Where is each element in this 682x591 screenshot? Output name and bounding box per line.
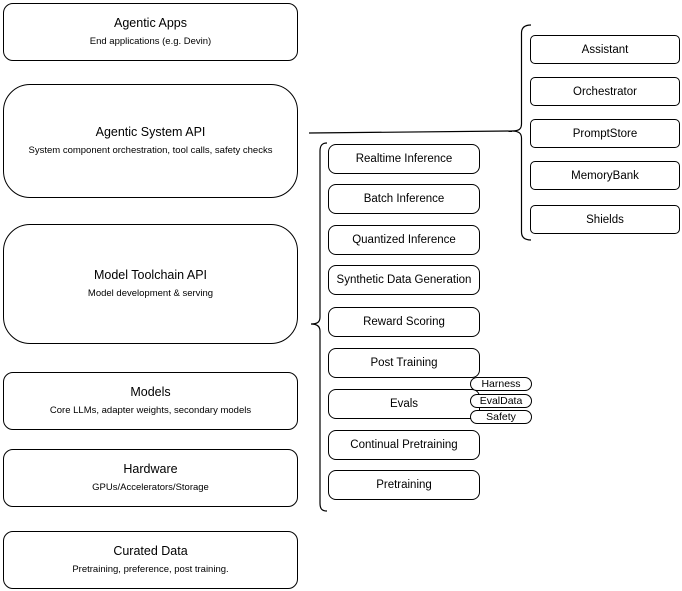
node-model-toolchain-api: Model Toolchain API Model development & … (3, 224, 298, 344)
node-quantized-inference: Quantized Inference (328, 225, 480, 255)
node-title: Curated Data (113, 544, 188, 559)
node-subtitle: Pretraining, preference, post training. (72, 564, 229, 576)
node-subtitle: Core LLMs, adapter weights, secondary mo… (49, 405, 252, 417)
tag-evaldata: EvalData (470, 394, 532, 408)
tag-safety: Safety (470, 410, 532, 424)
node-evals: Evals (328, 389, 480, 419)
node-title: Hardware (123, 462, 178, 477)
node-subtitle: End applications (e.g. Devin) (89, 36, 212, 48)
node-subtitle: GPUs/Accelerators/Storage (92, 482, 209, 494)
node-orchestrator: Orchestrator (530, 77, 680, 106)
node-reward-scoring: Reward Scoring (328, 307, 480, 337)
node-title: Models (130, 385, 171, 400)
toolchain-bracket (310, 142, 328, 512)
node-title: Agentic System API (95, 125, 206, 140)
system-api-connector (308, 130, 513, 134)
node-assistant: Assistant (530, 35, 680, 64)
node-synthetic-data-generation: Synthetic Data Generation (328, 265, 480, 295)
node-agentic-system-api: Agentic System API System component orch… (3, 84, 298, 198)
node-subtitle: System component orchestration, tool cal… (28, 145, 273, 157)
node-hardware: Hardware GPUs/Accelerators/Storage (3, 449, 298, 507)
node-agentic-apps: Agentic Apps End applications (e.g. Devi… (3, 3, 298, 61)
node-realtime-inference: Realtime Inference (328, 144, 480, 174)
node-title: Model Toolchain API (93, 268, 208, 283)
node-pretraining: Pretraining (328, 470, 480, 500)
node-curated-data: Curated Data Pretraining, preference, po… (3, 531, 298, 589)
node-batch-inference: Batch Inference (328, 184, 480, 214)
node-title: Agentic Apps (114, 16, 187, 31)
node-memorybank: MemoryBank (530, 161, 680, 190)
node-promptstore: PromptStore (530, 119, 680, 148)
node-models: Models Core LLMs, adapter weights, secon… (3, 372, 298, 430)
node-continual-pretraining: Continual Pretraining (328, 430, 480, 460)
node-shields: Shields (530, 205, 680, 234)
components-bracket (511, 24, 532, 241)
node-post-training: Post Training (328, 348, 480, 378)
node-subtitle: Model development & serving (87, 288, 214, 300)
tag-harness: Harness (470, 377, 532, 391)
